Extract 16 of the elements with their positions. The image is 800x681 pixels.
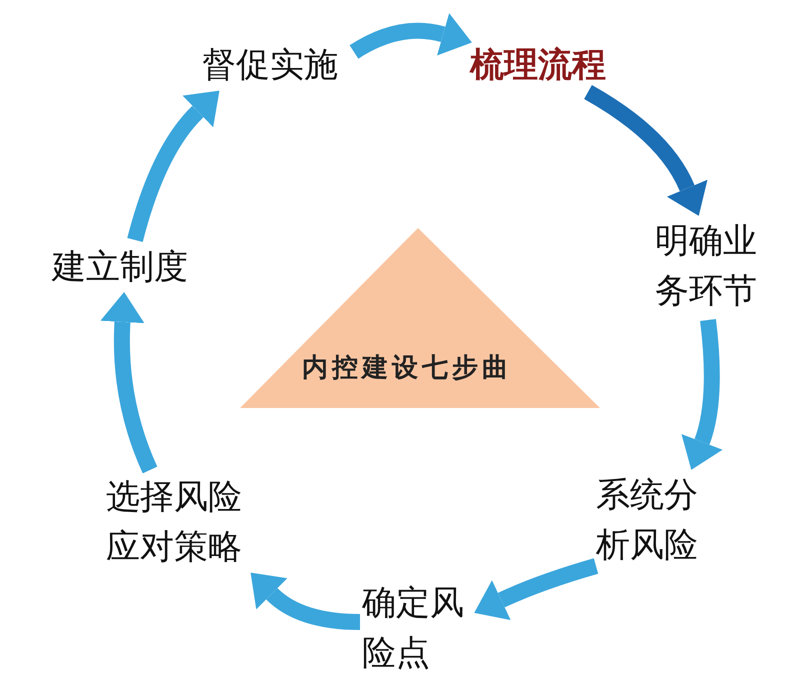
curved-arrow: [100, 292, 158, 474]
step-label: 建立制度: [52, 242, 202, 292]
curved-arrow: [350, 12, 472, 59]
curved-arrow: [474, 558, 598, 620]
triangle: [240, 228, 600, 408]
curved-arrow: [250, 574, 360, 630]
triangle-label: 内控建设七步曲: [302, 352, 512, 385]
step-label: 督促实施: [202, 40, 352, 90]
step-label: 梳理流程: [470, 40, 620, 90]
curved-arrow: [681, 319, 723, 470]
step-label: 选择风险应对策略: [106, 472, 256, 572]
step-label: 系统分析风险: [596, 470, 706, 570]
curved-arrow: [127, 90, 219, 242]
step-label: 确定风险点: [362, 578, 472, 678]
step-label: 明确业务环节: [655, 216, 765, 316]
curved-arrow: [584, 85, 708, 216]
